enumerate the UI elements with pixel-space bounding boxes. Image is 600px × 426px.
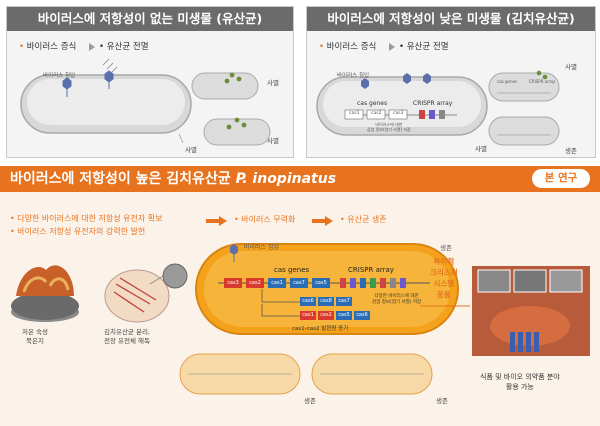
arrow-stem [312, 219, 326, 223]
crispr-blocks [340, 278, 406, 288]
arrow-icon [389, 43, 395, 51]
bullet-result: • 유산균 전멸 [399, 42, 449, 52]
virus-icon [230, 244, 238, 262]
small-cell-2 [488, 116, 560, 146]
gene-boxes [344, 109, 445, 120]
virus-icon [224, 72, 247, 130]
bullet-strong-expression: • 바이러스 저항성 유전자의 강력한 발현 [10, 227, 146, 236]
gene-chip: cas5 [312, 278, 330, 288]
panel-title: 바이러스에 저항성이 낮은 미생물 (김치유산균) [307, 7, 595, 31]
test-tubes-icon [510, 332, 539, 352]
gene-chip: cas8 [318, 297, 334, 306]
bottom-illustration [11, 243, 590, 395]
label-virus-entry: 바이러스 침입 [244, 244, 280, 251]
microscope-inset [162, 263, 188, 289]
gene-chip: cas2 [318, 311, 334, 320]
arrow-stem [206, 219, 220, 223]
mini-cas-genes: cas genes [497, 79, 518, 84]
bullet-virus-replication: • 바이러스 증식 [319, 42, 377, 52]
label-survive: 생존 [440, 244, 452, 252]
kimchi-label: 저온 숙성 묵은지 [22, 328, 48, 345]
gene-chip: cas3 [224, 278, 242, 288]
this-study-badge: 본 연구 [532, 169, 590, 188]
colony-streaks [113, 277, 157, 313]
label-virus-entry: 바이러스 침입 [337, 73, 370, 79]
dish-label: 김치유산균 분리, 전장 유전체 해독 [104, 328, 150, 345]
small-cell-2 [203, 118, 271, 146]
step-neutralize: • 바이러스 무력화 [234, 215, 296, 224]
expression-note: cas1-cas2 발현량 증가 [292, 326, 349, 332]
sparks-icon [102, 58, 118, 74]
gene-label: cas2 [371, 111, 382, 116]
side-title: 특이적 크리스퍼 시스템 응용 [430, 257, 458, 299]
label-survive: 생존 [436, 397, 448, 405]
label-death: 사멸 [267, 79, 279, 87]
virus-icon [536, 70, 548, 80]
panel-title: 바이러스에 저항성이 없는 미생물 (유산균) [7, 7, 293, 31]
gene-label: cas3 [393, 111, 404, 116]
gene-chip: cas2 [246, 278, 264, 288]
application-label: 식품 및 바이오 의약품 분야 활용 가능 [480, 373, 560, 391]
mini-crispr: CRISPR array [529, 79, 556, 84]
label-survive: 생존 [304, 397, 316, 405]
gene-chip: cas1 [268, 278, 286, 288]
arrow-icon [89, 43, 95, 51]
label-virus-entry: 바이러스 침입 [43, 73, 76, 79]
cell-inner [27, 79, 185, 125]
virus-icon [62, 70, 114, 97]
label-death: 사멸 [267, 137, 279, 145]
virus-icon [361, 73, 431, 89]
panel-no-resistance: 바이러스에 저항성이 없는 미생물 (유산균) • 바이러스 증식 • 유산균 … [6, 6, 294, 158]
label-death: 사멸 [565, 63, 577, 71]
no-resistance-cells [20, 58, 271, 146]
bullet-result: • 유산균 전멸 [99, 42, 149, 52]
label-death: 사멸 [475, 145, 487, 153]
kimchi-bowl [11, 292, 79, 320]
gene-chip: cas7 [336, 297, 352, 306]
label-crispr-array: CRISPR array [348, 266, 394, 274]
label-death: 사멸 [185, 146, 197, 154]
bullet-resistance-genes: • 다양한 바이러스에 대한 저항성 유전자 확보 [10, 214, 163, 223]
label-crispr-array: CRISPR array [413, 100, 453, 107]
panel-high-resistance: 바이러스에 저항성이 높은 김치유산균 P. inopinatus 본 연구 •… [0, 166, 600, 426]
arrow-icon [219, 216, 227, 226]
crispr-note: 다양한 바이러스에 대한 감염 정보(염기 서열) 저장 [372, 294, 422, 305]
small-cell-1 [191, 72, 259, 100]
gene-chip: cas1 [300, 311, 316, 320]
panel-low-resistance: 바이러스에 저항성이 낮은 미생물 (김치유산균) • 바이러스 증식 • 유산… [306, 6, 596, 158]
gene-label: cas1 [349, 111, 360, 116]
arrow-icon [325, 216, 333, 226]
low-resistance-cells [316, 70, 560, 146]
gene-chip: cas6 [300, 297, 316, 306]
gene-chip: cas5 [336, 311, 352, 320]
label-cas-genes: cas genes [357, 100, 388, 107]
gene-chip: cas6 [354, 311, 370, 320]
bullet-virus-replication: • 바이러스 증식 [19, 42, 77, 52]
gene-chip: cas7 [290, 278, 308, 288]
step-survival: • 유산균 생존 [340, 215, 387, 224]
label-cas-genes: cas genes [274, 266, 310, 274]
small-cell-1 [488, 72, 560, 102]
crispr-note: 바이러스에 대한 감염 정보(염기 서열) 저장 [367, 122, 411, 132]
panel-title: 바이러스에 저항성이 높은 김치유산균 P. inopinatus [0, 166, 600, 192]
label-survive: 생존 [565, 147, 577, 155]
